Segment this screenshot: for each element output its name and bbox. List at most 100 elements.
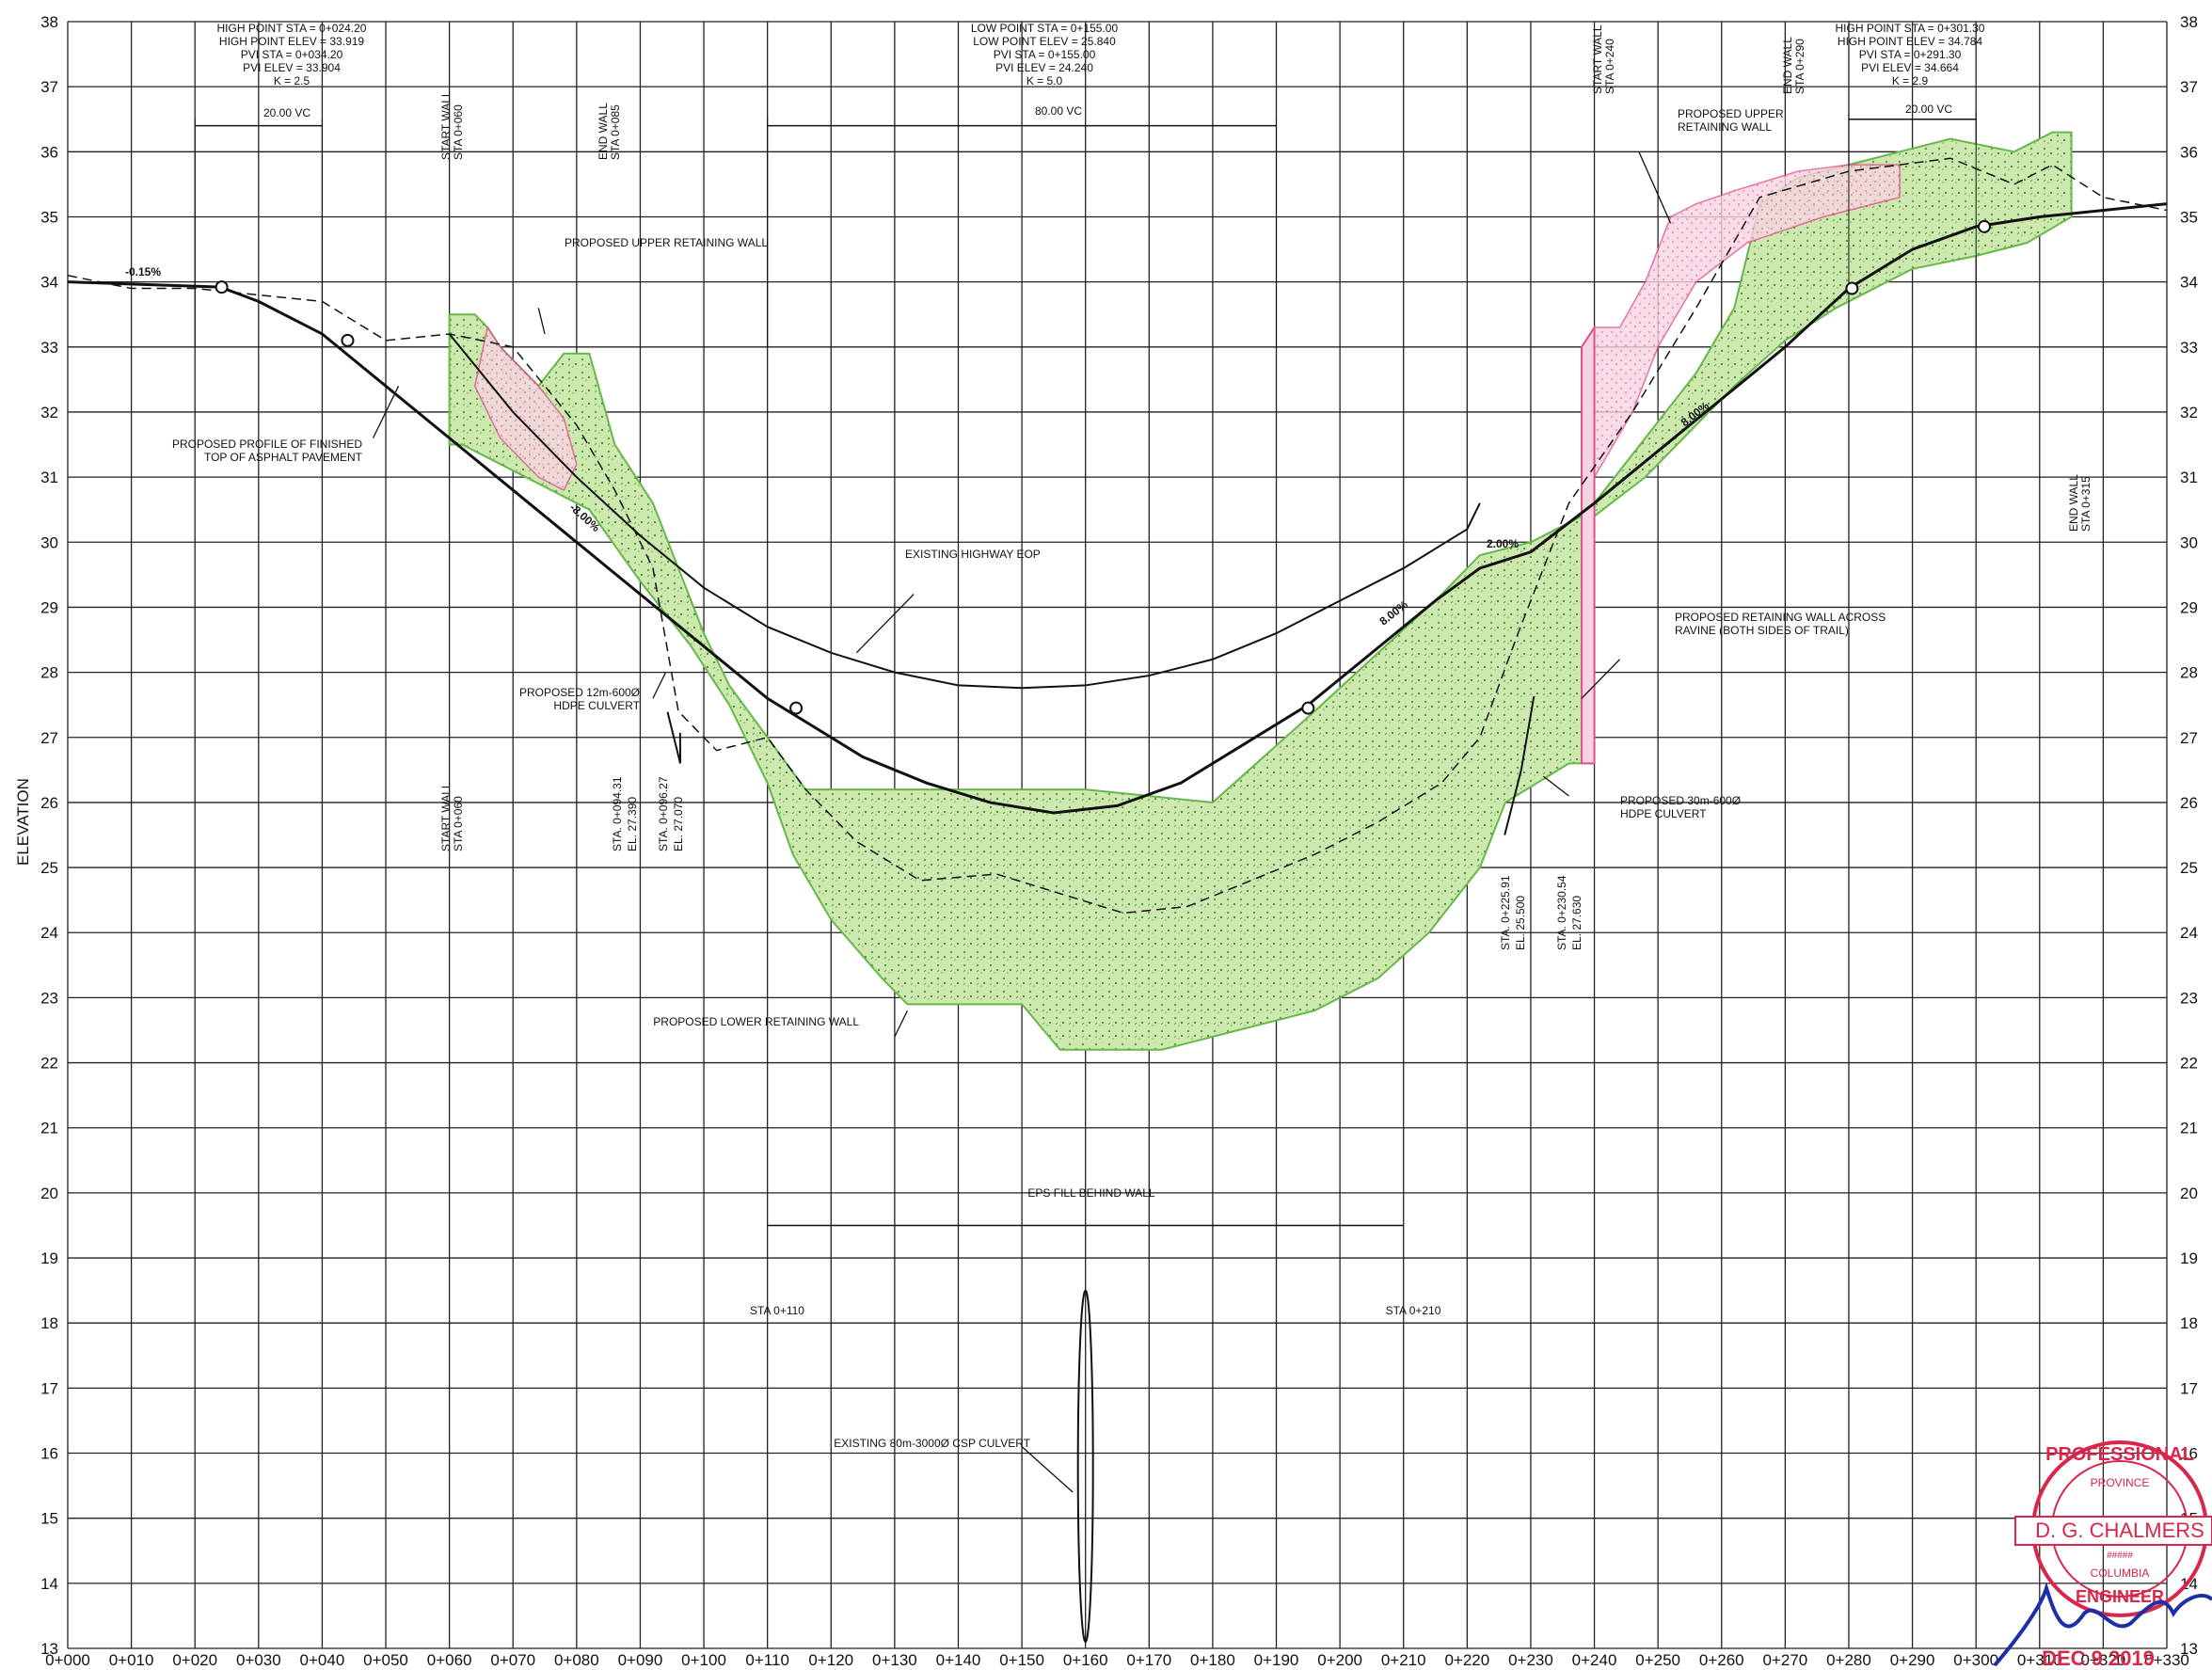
x-tick-label: 0+260 <box>1699 1651 1744 1669</box>
y-tick-labels-right: 3837363534333231302928272625242322212019… <box>2180 13 2198 1658</box>
leader-line <box>537 308 546 335</box>
curve-box-west: HIGH POINT STA = 0+024.20 HIGH POINT ELE… <box>217 22 367 119</box>
profile-label-1: PROPOSED PROFILE OF FINISHED <box>172 437 362 451</box>
x-tick-label: 0+280 <box>1826 1651 1871 1669</box>
y-tick-label: 25 <box>40 859 58 877</box>
svg-text:20.00 VC: 20.00 VC <box>263 106 310 119</box>
upper-wall-east-label-1: PROPOSED UPPER <box>1678 107 1784 120</box>
y-tick-label: 31 <box>40 469 58 486</box>
svg-text:HIGH POINT STA = 0+301.30: HIGH POINT STA = 0+301.30 <box>1836 22 1985 35</box>
y-tick-label: 36 <box>40 143 58 161</box>
y-tick-label: 16 <box>2180 1445 2198 1463</box>
svg-text:PVI ELEV = 34.664: PVI ELEV = 34.664 <box>1861 61 1959 74</box>
culvert-12-label-1: PROPOSED 12m-600Ø <box>519 686 640 699</box>
proposed-profile-line <box>67 202 2168 815</box>
svg-text:START WALL: START WALL <box>1591 24 1604 94</box>
svg-text:DEC 9 2019: DEC 9 2019 <box>2042 1646 2155 1670</box>
svg-text:K = 2.5: K = 2.5 <box>274 74 310 87</box>
y-tick-label: 28 <box>40 664 58 682</box>
y-tick-label: 27 <box>2180 729 2198 747</box>
svg-text:LOW POINT ELEV = 25.840: LOW POINT ELEV = 25.840 <box>973 35 1116 48</box>
svg-text:START WALL: START WALL <box>439 782 453 851</box>
y-tick-label: 27 <box>40 729 58 747</box>
x-tick-label: 0+270 <box>1762 1651 1807 1669</box>
y-tick-label: 25 <box>2180 859 2198 877</box>
svg-text:EL. 25.500: EL. 25.500 <box>1514 896 1527 950</box>
leader-line <box>372 386 400 438</box>
svg-text:K = 5.0: K = 5.0 <box>1026 74 1063 87</box>
culvert-30-label-1: PROPOSED 30m-600Ø <box>1620 794 1741 807</box>
pvi-marker <box>1977 219 1991 233</box>
svg-text:STA 0+060: STA 0+060 <box>452 796 465 851</box>
x-tick-label: 0+010 <box>109 1651 154 1669</box>
y-tick-label: 26 <box>2180 794 2198 812</box>
y-tick-label: 14 <box>40 1575 58 1593</box>
y-tick-label: 37 <box>2180 78 2198 96</box>
y-tick-label: 35 <box>40 208 58 226</box>
engineer-stamp: PROFESSIONAL PROVINCE D. G. CHALMERS ###… <box>1993 1440 2212 1670</box>
y-tick-label: 20 <box>40 1185 58 1202</box>
x-tick-label: 0+020 <box>172 1651 217 1669</box>
svg-text:STA 0+315: STA 0+315 <box>2079 476 2093 532</box>
csp-culvert-label: EXISTING 80m-3000Ø CSP CULVERT <box>834 1437 1030 1450</box>
lower-wall-label: PROPOSED LOWER RETAINING WALL <box>653 1015 859 1028</box>
y-tick-label: 35 <box>2180 208 2198 226</box>
leader-line <box>1638 151 1672 224</box>
y-tick-label: 32 <box>40 404 58 421</box>
svg-text:END WALL: END WALL <box>597 103 610 160</box>
y-tick-label: 30 <box>2180 533 2198 551</box>
y-tick-label: 26 <box>40 794 58 812</box>
svg-text:PVI ELEV = 24.240: PVI ELEV = 24.240 <box>995 61 1093 74</box>
existing-ground-line <box>67 157 2168 915</box>
y-tick-label: 30 <box>40 533 58 551</box>
culvert-30-marker <box>1504 696 1536 835</box>
x-tick-label: 0+330 <box>2144 1651 2189 1669</box>
svg-text:PVI STA = 0+155.00: PVI STA = 0+155.00 <box>994 48 1096 61</box>
leader-line <box>1021 1446 1074 1493</box>
y-tick-label: 21 <box>40 1120 58 1137</box>
y-tick-label: 28 <box>2180 664 2198 682</box>
y-tick-label: 13 <box>2180 1640 2198 1658</box>
y-tick-label: 38 <box>2180 13 2198 31</box>
x-tick-label: 0+040 <box>300 1651 345 1669</box>
x-tick-label: 0+250 <box>1635 1651 1680 1669</box>
y-tick-labels-left: 3837363534333231302928272625242322212019… <box>40 13 58 1658</box>
existing-eop-line <box>448 333 1481 690</box>
svg-text:HIGH POINT STA = 0+024.20: HIGH POINT STA = 0+024.20 <box>217 22 367 35</box>
y-tick-label: 17 <box>40 1379 58 1397</box>
sta-210-label: STA 0+210 <box>1386 1304 1441 1317</box>
ravine-wall-pink <box>1581 324 1596 765</box>
y-tick-label: 21 <box>2180 1120 2198 1137</box>
svg-text:HIGH POINT ELEV = 34.784: HIGH POINT ELEV = 34.784 <box>1838 35 1983 48</box>
svg-text:PROVINCE: PROVINCE <box>2091 1476 2150 1489</box>
svg-text:STA. 0+094.31: STA. 0+094.31 <box>611 776 624 851</box>
y-tick-label: 18 <box>2180 1314 2198 1332</box>
svg-text:STA. 0+225.91: STA. 0+225.91 <box>1499 875 1512 950</box>
y-tick-label: 20 <box>2180 1185 2198 1202</box>
x-tick-label: 0+190 <box>1254 1651 1299 1669</box>
x-tick-label: 0+110 <box>745 1651 788 1669</box>
x-tick-label: 0+140 <box>936 1651 981 1669</box>
svg-text:K = 2.9: K = 2.9 <box>1892 74 1929 87</box>
svg-text:END WALL: END WALL <box>2067 474 2080 532</box>
y-tick-label: 24 <box>2180 924 2198 942</box>
y-tick-label: 36 <box>2180 143 2198 161</box>
y-tick-label: 23 <box>2180 989 2198 1007</box>
svg-text:END WALL: END WALL <box>1781 37 1794 94</box>
x-tick-label: 0+060 <box>427 1651 472 1669</box>
x-tick-label: 0+130 <box>872 1651 917 1669</box>
svg-text:HIGH POINT ELEV = 33.919: HIGH POINT ELEV = 33.919 <box>219 35 365 48</box>
svg-text:EL. 27.630: EL. 27.630 <box>1570 896 1583 950</box>
upper-wall-west-label: PROPOSED UPPER RETAINING WALL <box>565 236 768 249</box>
y-tick-label: 34 <box>40 274 58 292</box>
svg-text:ENGINEER: ENGINEER <box>2076 1587 2164 1606</box>
y-tick-label: 23 <box>40 989 58 1007</box>
y-tick-label: 31 <box>2180 469 2198 486</box>
x-tick-label: 0+310 <box>2017 1651 2062 1669</box>
x-tick-label: 0+290 <box>1890 1651 1935 1669</box>
grade-label: -0.15% <box>125 265 161 278</box>
y-tick-label: 19 <box>40 1249 58 1267</box>
